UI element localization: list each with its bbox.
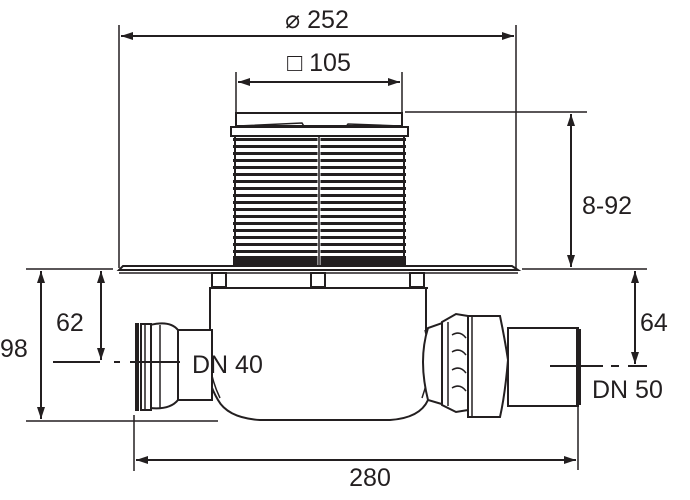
dimension-outlet-left-height: 62 <box>26 268 113 360</box>
dimension-label-280: 280 <box>349 464 391 492</box>
dimension-label-105: □ 105 <box>287 49 351 77</box>
dimension-height-adjust: 8-92 <box>405 111 647 270</box>
dimension-flange-diameter: ⌀ 252 <box>118 6 517 268</box>
drain-body <box>205 272 435 421</box>
outlet-left: DN 40 <box>53 322 263 411</box>
dimension-label-8-92: 8-92 <box>582 192 632 220</box>
dimension-label-64: 64 <box>640 309 668 337</box>
dimension-total-width: 280 <box>133 406 579 492</box>
dimension-outlet-right-height: 64 <box>631 271 668 364</box>
flange-plate <box>116 265 522 274</box>
outlet-label-dn50: DN 50 <box>592 376 663 404</box>
dimension-label-98: 98 <box>0 335 28 363</box>
outlet-label-dn40: DN 40 <box>192 351 263 379</box>
outlet-right: DN 50 <box>422 312 663 418</box>
dimension-label-252: ⌀ 252 <box>285 6 349 34</box>
dimension-total-height: 98 <box>0 271 218 422</box>
grate-frame <box>230 112 409 268</box>
dimension-label-62: 62 <box>56 309 84 337</box>
dimension-grate-square: □ 105 <box>235 49 403 115</box>
